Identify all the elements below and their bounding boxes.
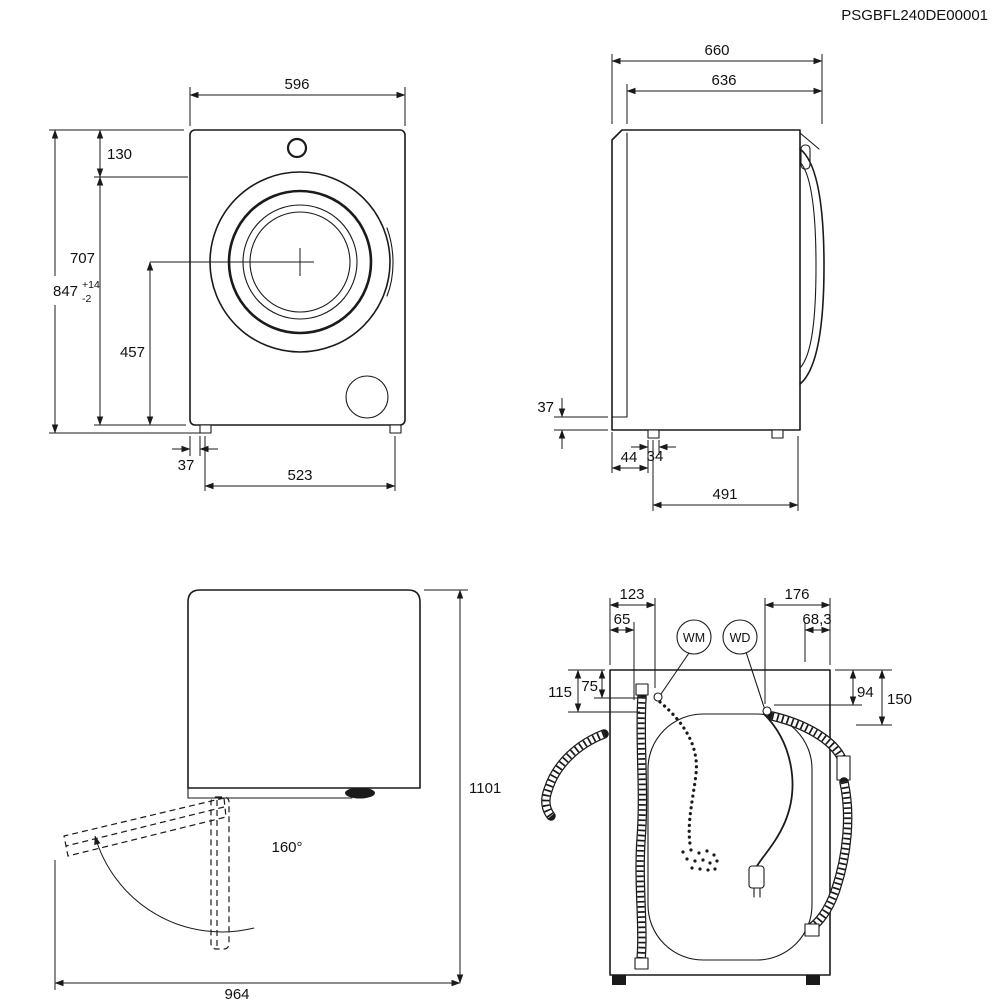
cabinet-profile (187, 589, 421, 789)
dim-label: 636 (711, 72, 736, 89)
dim-side-body-depth: 636 (626, 72, 823, 124)
dim-label: 115 (548, 684, 572, 701)
dim-front-total-height: 847 +14 -2 (49, 129, 200, 434)
inlet-hose-connector (836, 755, 851, 781)
dim-label: 491 (712, 486, 737, 503)
dim-label: 707 (70, 250, 95, 267)
rear-foot-left (612, 975, 626, 985)
dim-label: 94 (857, 684, 874, 701)
dim-drum-center-height: 457 (120, 261, 154, 426)
drain-hose-fitting-top (635, 683, 649, 696)
rear-view: WM WD 123 65 176 68,3 (541, 586, 912, 985)
dotted-routing-path (658, 700, 699, 846)
dim-rear-right-outer: 150 (856, 669, 912, 726)
rear-foot-right (806, 975, 820, 985)
dim-label: 65 (614, 611, 631, 628)
dim-side-rear-foot-offset: 44 (611, 432, 649, 473)
dim-rear-inlet-clip-offset: 68,3 (802, 611, 832, 662)
callout-wd: WD (722, 619, 772, 716)
door-angle-label: 160° (271, 839, 302, 856)
side-foot-rear (647, 429, 660, 439)
dim-label: 75 (581, 678, 598, 695)
side-door-inner (799, 161, 817, 369)
dim-label: 130 (107, 146, 132, 163)
bottom-lip (187, 787, 353, 799)
dim-label: 44 (621, 449, 638, 466)
dim-label: 457 (120, 344, 145, 361)
door-top-edge (799, 132, 820, 150)
dim-front-top-offset: 130 (94, 129, 188, 178)
drain-hose (634, 683, 649, 970)
dim-front-foot-inset: 37 (172, 436, 218, 474)
dim-side-total-depth: 660 (611, 42, 823, 124)
side-door-bulge (799, 148, 825, 385)
dim-front-upper-height: 707 (70, 176, 186, 426)
wm-attach-point (653, 692, 663, 702)
front-cabinet (189, 129, 406, 426)
dim-rear-right-inner: 94 (774, 669, 892, 706)
dim-open-height: 1101 (424, 589, 501, 984)
dim-label: 964 (224, 986, 249, 1000)
dim-label: 176 (784, 586, 809, 603)
control-knob (286, 137, 308, 159)
wm-label: WM (683, 631, 705, 645)
side-view: 660 636 37 34 44 (537, 42, 825, 511)
power-cord (756, 713, 794, 867)
dim-label: 37 (537, 399, 554, 416)
dim-front-feet-span: 523 (204, 436, 396, 491)
front-foot-right (389, 424, 402, 434)
power-plug (748, 865, 765, 898)
dim-rear-drain-clip-offset: 65 (609, 611, 635, 700)
water-spray-dots (681, 848, 719, 872)
dim-label: 660 (704, 42, 729, 59)
rear-panel (609, 669, 831, 976)
dim-front-width: 596 (189, 76, 406, 126)
dim-label: 37 (178, 457, 195, 474)
dim-label: 523 (287, 467, 312, 484)
inlet-hose-end-fitting (804, 923, 820, 937)
dim-label: 150 (887, 691, 912, 708)
dim-label: 847 (53, 283, 78, 300)
dim-label: 68,3 (802, 611, 831, 628)
door-handle (800, 144, 811, 170)
door-open-90 (210, 796, 230, 950)
drain-hose-fitting-bottom (634, 957, 649, 970)
dim-side-base-height: 37 (537, 398, 608, 449)
dim-rear-left-outer: 115 (548, 669, 640, 713)
door-open-160-inner (65, 806, 225, 847)
front-foot-left (199, 424, 212, 434)
rear-inner-panel (647, 713, 813, 961)
dim-tolerance-minus: -2 (82, 293, 91, 305)
filter-flap (345, 375, 389, 419)
wd-label: WD (730, 631, 751, 645)
dim-rear-left-inner: 75 (581, 669, 640, 699)
door-hinge-bulge (386, 227, 394, 297)
dim-label: 596 (284, 76, 309, 93)
door-swing-arc (94, 835, 255, 933)
dim-side-feet-span: 491 (652, 436, 799, 511)
part-number: PSGBFL240DE00001 (841, 7, 988, 24)
door-open-160 (63, 797, 227, 857)
inlet-hose (767, 711, 853, 937)
door-hinge (345, 787, 375, 799)
dim-rear-drain-offset: 123 (609, 586, 656, 688)
door-open-view: 160° 1101 964 (54, 589, 501, 1000)
side-foot-front (771, 429, 784, 439)
dim-tolerance-plus: +14 (82, 279, 100, 291)
dim-open-depth: 964 (54, 860, 461, 1000)
dim-rear-inlet-offset: 176 (764, 586, 831, 704)
front-view: 596 847 +14 -2 130 707 457 (49, 76, 406, 491)
callout-wm: WM (653, 619, 712, 702)
dim-label: 123 (619, 586, 644, 603)
side-cabinet (611, 129, 801, 431)
wd-attach-point (762, 706, 772, 716)
dim-label: 34 (647, 448, 664, 465)
dim-label: 1101 (469, 780, 501, 797)
drain-hose-end (541, 729, 609, 821)
